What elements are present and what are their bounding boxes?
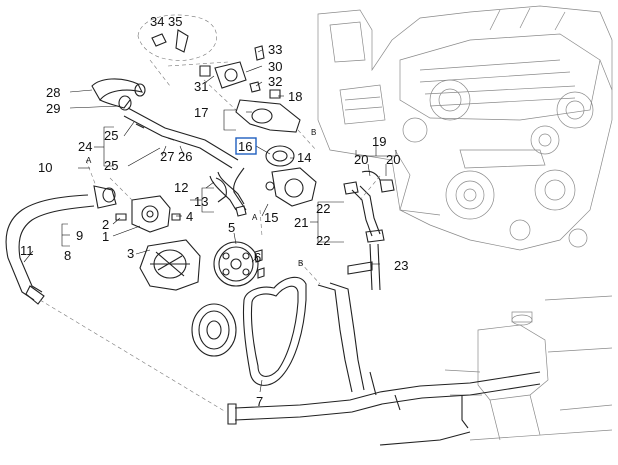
small-hose-assembly-illustration — [343, 170, 395, 291]
callout-27[interactable]: 27 — [160, 149, 174, 164]
callout-16[interactable]: 16 — [238, 139, 252, 154]
callout-4[interactable]: 4 — [186, 209, 193, 224]
callout-5[interactable]: 5 — [228, 220, 235, 235]
hose-12-illustration — [209, 171, 245, 211]
callout-24[interactable]: 24 — [78, 139, 92, 154]
callout-10[interactable]: 10 — [38, 160, 52, 175]
callout-15[interactable]: 15 — [264, 210, 278, 225]
callout-18[interactable]: 18 — [288, 89, 302, 104]
callout-34[interactable]: 34 — [150, 14, 164, 29]
alternator-illustration — [139, 239, 201, 291]
callout-23[interactable]: 23 — [394, 258, 408, 273]
callout-17[interactable]: 17 — [194, 105, 208, 120]
callout-35[interactable]: 35 — [168, 14, 182, 29]
left-coolant-hose-illustration — [5, 185, 117, 305]
callout-6[interactable]: 6 — [254, 250, 261, 265]
connector-b-top: B — [311, 128, 316, 137]
callout-33[interactable]: 33 — [268, 42, 282, 57]
callout-25-upper[interactable]: 25 — [104, 128, 118, 143]
callout-20-left[interactable]: 20 — [354, 152, 368, 167]
connector-a-center: A — [252, 213, 258, 222]
callout-22-lower[interactable]: 22 — [316, 233, 330, 248]
group-brackets — [61, 109, 397, 247]
callout-labels: 1 2 3 4 5 6 7 8 9 10 11 12 13 14 15 16 1… — [20, 14, 408, 409]
callout-28[interactable]: 28 — [46, 85, 60, 100]
callout-11[interactable]: 11 — [20, 243, 34, 258]
callout-1[interactable]: 1 — [102, 229, 109, 244]
callout-12[interactable]: 12 — [174, 180, 188, 195]
connector-markers: A A B B — [86, 128, 316, 268]
callout-29[interactable]: 29 — [46, 101, 60, 116]
drive-belt-illustration — [191, 276, 307, 386]
callout-21[interactable]: 21 — [294, 215, 308, 230]
callout-22-upper[interactable]: 22 — [316, 201, 330, 216]
callout-32[interactable]: 32 — [268, 74, 282, 89]
lower-coolant-pipe-illustration — [227, 282, 541, 446]
callout-14[interactable]: 14 — [297, 150, 311, 165]
callout-2[interactable]: 2 — [102, 217, 109, 232]
callout-3[interactable]: 3 — [127, 246, 134, 261]
thermostat-illustration — [215, 145, 317, 217]
callout-7[interactable]: 7 — [256, 394, 263, 409]
callout-16-highlight-box — [235, 137, 257, 155]
callout-31[interactable]: 31 — [194, 79, 208, 94]
callout-25-lower[interactable]: 25 — [104, 158, 118, 173]
upper-hose-and-pipe-illustration — [91, 78, 239, 169]
callout-26[interactable]: 26 — [178, 149, 192, 164]
thermostat-housing-illustration — [137, 14, 301, 133]
callout-20-right[interactable]: 20 — [386, 152, 400, 167]
connector-b-bottom: B — [298, 259, 303, 268]
callout-19[interactable]: 19 — [372, 134, 386, 149]
callout-9[interactable]: 9 — [76, 228, 83, 243]
engine-block-illustration — [317, 5, 613, 251]
pulley-illustration — [213, 241, 265, 287]
callout-30[interactable]: 30 — [268, 59, 282, 74]
connector-a-left: A — [86, 156, 92, 165]
leader-lines — [23, 49, 387, 393]
water-pump-illustration — [115, 195, 181, 233]
reference-lines — [39, 59, 381, 413]
callout-13[interactable]: 13 — [194, 194, 208, 209]
radiator-reservoir-illustration — [444, 295, 613, 441]
callout-8[interactable]: 8 — [64, 248, 71, 263]
